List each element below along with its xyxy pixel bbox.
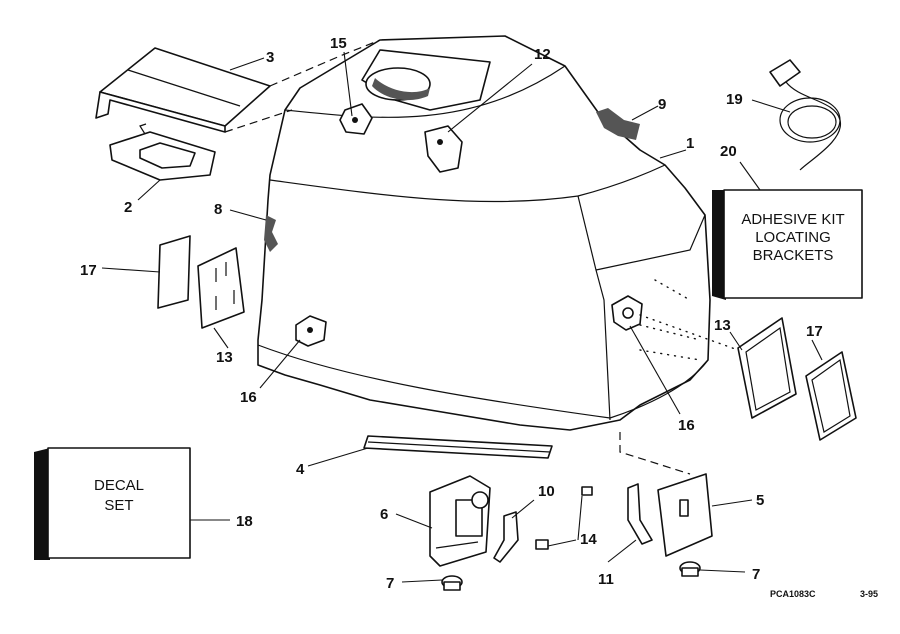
callout-1: 1 <box>686 135 694 152</box>
sensor-wire <box>769 59 841 171</box>
top-cover <box>95 47 271 133</box>
callout-7-left: 7 <box>386 575 394 592</box>
rear-plate <box>657 473 713 557</box>
motor-cover <box>257 35 711 431</box>
decal-set-box: DECAL SET <box>34 447 191 560</box>
callout-7-right: 7 <box>752 566 760 583</box>
decal-box-line2: SET <box>104 497 133 514</box>
kit-box-line2: LOCATING <box>755 229 831 246</box>
kit-box-line1: ADHESIVE KIT <box>741 211 844 228</box>
callout-4: 4 <box>296 461 305 478</box>
screw-14-lower <box>535 539 549 550</box>
latch-assembly <box>429 475 491 567</box>
trim-strip <box>363 435 553 459</box>
callout-11: 11 <box>598 571 614 588</box>
callout-12: 12 <box>534 46 551 63</box>
locating-bracket-16-left <box>295 315 327 347</box>
drawing-code: PCA1083C <box>770 589 816 599</box>
screw-14-upper <box>581 486 593 496</box>
rear-bracket <box>627 483 653 545</box>
callout-17-left: 17 <box>80 262 97 279</box>
locating-bracket-12 <box>424 125 463 173</box>
callout-15: 15 <box>330 35 347 52</box>
grommet-7-left <box>441 575 463 591</box>
callout-19: 19 <box>726 91 743 108</box>
panel-13-left <box>197 247 245 329</box>
callout-2: 2 <box>124 199 132 216</box>
locating-bracket-16-right <box>611 295 643 331</box>
callout-5: 5 <box>756 492 764 509</box>
callout-17-right: 17 <box>806 323 823 340</box>
leader-lines <box>101 51 823 583</box>
adhesive-kit-box: ADHESIVE KIT LOCATING BRACKETS <box>712 189 863 300</box>
panel-13-right <box>737 317 797 419</box>
callout-9: 9 <box>658 96 666 113</box>
callout-13-right: 13 <box>714 317 731 334</box>
callout-18: 18 <box>236 513 253 530</box>
locating-bracket-15 <box>339 103 373 135</box>
callout-14: 14 <box>580 531 597 548</box>
callout-16-right: 16 <box>678 417 695 434</box>
kit-box-line3: BRACKETS <box>753 247 834 264</box>
callout-10: 10 <box>538 483 555 500</box>
gasket-17-left <box>157 235 191 309</box>
top-cover-seal <box>109 123 216 181</box>
callout-13-left: 13 <box>216 349 233 366</box>
grommet-7-right <box>679 561 701 577</box>
decal-box-line1: DECAL <box>94 477 144 494</box>
drawing-date: 3-95 <box>860 589 878 599</box>
gasket-17-right <box>805 351 857 441</box>
callout-3: 3 <box>266 49 274 66</box>
callout-16-left: 16 <box>240 389 257 406</box>
callout-8: 8 <box>214 201 222 218</box>
callout-6: 6 <box>380 506 388 523</box>
latch-bracket <box>493 511 519 563</box>
callout-20: 20 <box>720 143 737 160</box>
